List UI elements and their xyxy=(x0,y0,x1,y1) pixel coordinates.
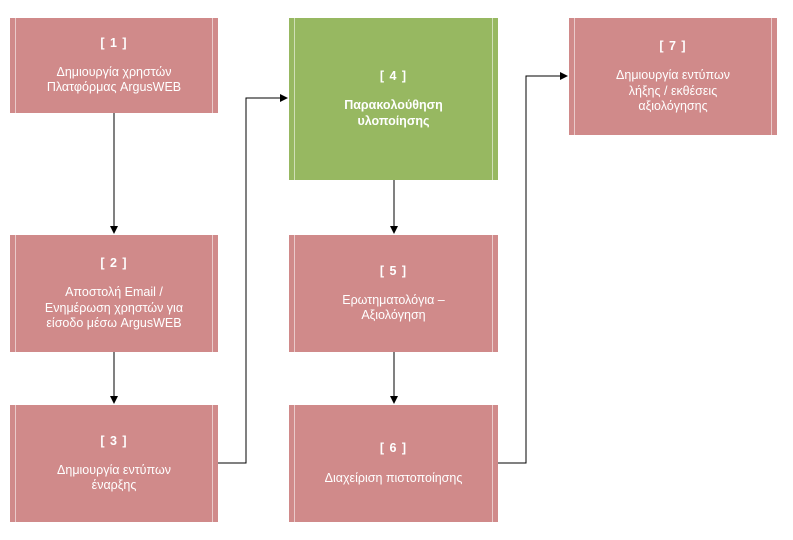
step-6-box: [ 6 ] Διαχείριση πιστοποίησης xyxy=(289,405,498,522)
step-5-number: [ 5 ] xyxy=(379,263,408,278)
step-5-label: Ερωτηματολόγια – Αξιολόγηση xyxy=(342,292,445,323)
step-4-label: Παρακολούθηση υλοποίησης xyxy=(344,98,443,128)
step-5-box: [ 5 ] Ερωτηματολόγια – Αξιολόγηση xyxy=(289,235,498,352)
step-3-box: [ 3 ] Δημιουργία εντύπων έναρξης xyxy=(10,405,218,522)
step-6-label: Διαχείριση πιστοποίησης xyxy=(324,470,463,485)
step-2-box: [ 2 ] Αποστολή Email / Ενημέρωση χρηστών… xyxy=(10,235,218,352)
step-7-label: Δημιουργία εντύπων λήξης / εκθέσεις αξιο… xyxy=(616,68,730,113)
step-7-number: [ 7 ] xyxy=(659,39,687,53)
step-3-number: [ 3 ] xyxy=(100,433,128,448)
step-3-label: Δημιουργία εντύπων έναρξης xyxy=(57,462,171,493)
arrow-6-to-7 xyxy=(498,72,568,464)
arrow-3-to-4 xyxy=(218,94,288,464)
step-1-label: Δημιουργία χρηστών Πλατφόρμας ArgusWEB xyxy=(46,64,182,95)
step-2-label: Αποστολή Email / Ενημέρωση χρηστών για ε… xyxy=(44,285,184,330)
step-4-box: [ 4 ] Παρακολούθηση υλοποίησης xyxy=(289,18,498,180)
step-4-number: [ 4 ] xyxy=(379,69,408,84)
step-2-number: [ 2 ] xyxy=(100,256,128,270)
step-6-number: [ 6 ] xyxy=(379,441,408,456)
step-1-box: [ 1 ] Δημιουργία χρηστών Πλατφόρμας Argu… xyxy=(10,18,218,113)
step-1-number: [ 1 ] xyxy=(100,35,128,50)
step-7-box: [ 7 ] Δημιουργία εντύπων λήξης / εκθέσει… xyxy=(569,18,777,135)
